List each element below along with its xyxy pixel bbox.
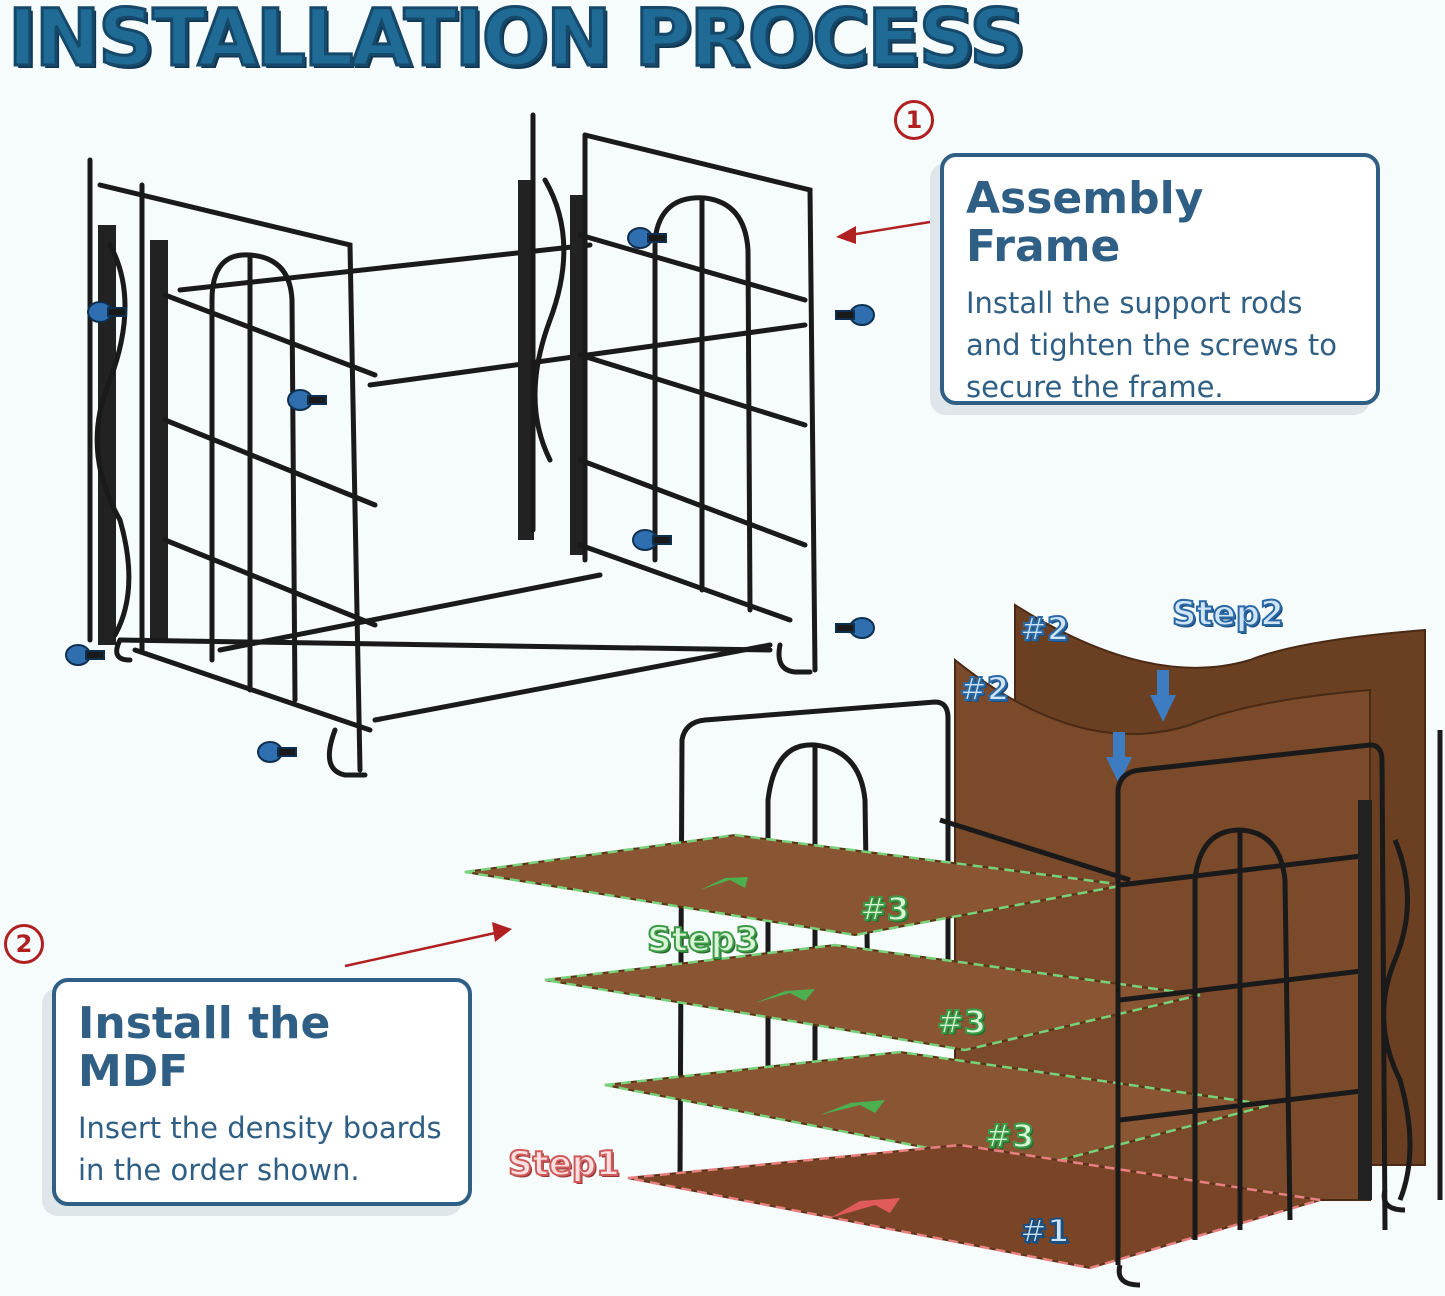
board-2b-label: #2 xyxy=(959,669,1010,709)
board-1-label: #1 xyxy=(1019,1211,1070,1251)
screw-icon xyxy=(835,617,875,639)
arrow-right-icon xyxy=(755,989,815,1003)
screw-icon xyxy=(87,301,127,323)
pointer-arrow-2 xyxy=(344,922,512,968)
down-arrow-icon xyxy=(1150,670,1176,722)
pointer-arrow-1 xyxy=(836,220,931,244)
install-mdf-text: Insert the density boards in the order s… xyxy=(78,1110,442,1187)
step1-label: Step1 xyxy=(507,1143,621,1185)
page-title: INSTALLATION PROCESS xyxy=(7,0,1028,86)
down-arrow-icon xyxy=(1106,732,1132,784)
screw-icons xyxy=(65,227,875,763)
organizer-drawing xyxy=(464,603,1443,1288)
screw-icon xyxy=(835,304,875,326)
screw-icon xyxy=(627,227,667,249)
arrow-right-icon xyxy=(820,1100,885,1115)
step-number-1: 1 xyxy=(894,100,934,140)
shelf-board-3c xyxy=(604,1050,1271,1170)
screw-icon xyxy=(287,389,327,411)
assembly-frame-heading: Assembly Frame xyxy=(966,173,1204,273)
shelf-board-3b xyxy=(544,943,1201,1052)
arrow-right-icon xyxy=(830,1198,900,1218)
step-number-2: 2 xyxy=(4,924,44,964)
shelf-board-1 xyxy=(627,1143,1321,1270)
board-2a-label: #2 xyxy=(1019,609,1070,649)
step2-label: Step2 xyxy=(1171,593,1285,635)
screw-icon xyxy=(257,741,297,763)
assembly-frame-card: Assembly Frame Install the support rods … xyxy=(940,153,1380,405)
board-3b-label: #3 xyxy=(936,1002,987,1042)
board-3a-label: #3 xyxy=(859,889,910,929)
screw-icon xyxy=(632,529,672,551)
screw-icon xyxy=(65,644,105,666)
assembly-frame-text: Install the support rods and tighten the… xyxy=(966,285,1337,404)
frame-assembly-drawing xyxy=(87,112,818,778)
board-3c-label: #3 xyxy=(984,1116,1035,1156)
install-mdf-heading: Install the MDF xyxy=(78,998,331,1098)
install-mdf-card: Install the MDF Insert the density board… xyxy=(52,978,472,1206)
arrow-right-icon xyxy=(700,877,748,890)
step3-label: Step3 xyxy=(646,919,760,961)
